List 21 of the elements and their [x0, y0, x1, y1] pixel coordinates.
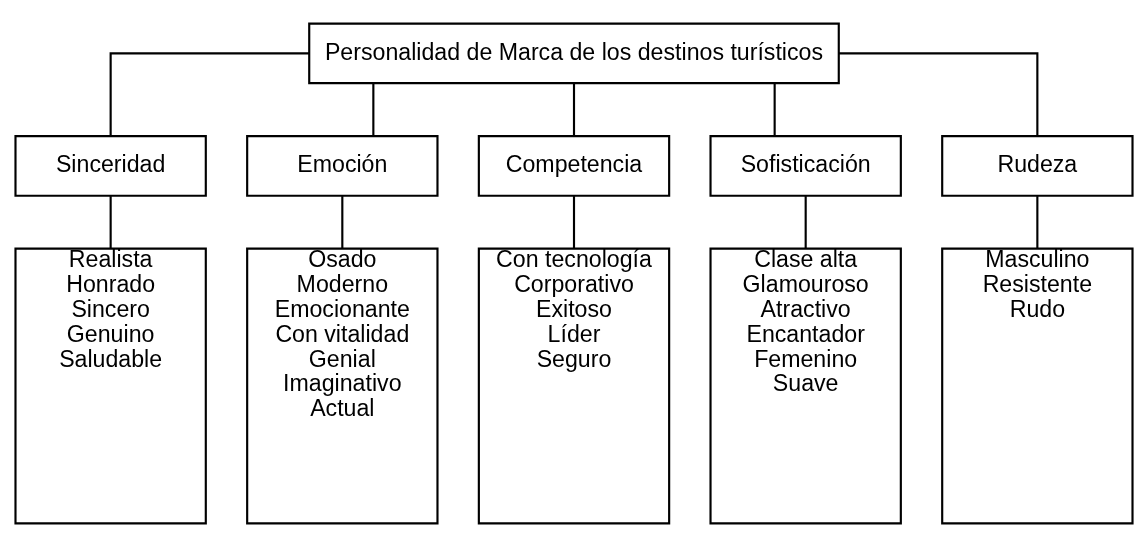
node-box: Osado Moderno Emocionante Con vitalidad Genial Imaginativo Actual [246, 247, 439, 524]
connector [109, 51, 310, 136]
connector [109, 195, 112, 248]
connector [773, 83, 776, 136]
connector [572, 83, 576, 136]
connector [838, 51, 1039, 136]
connector [572, 195, 576, 248]
node-box: Con tecnología Corporativo Exitoso Líder Seguro [477, 247, 671, 524]
node-box: Masculino Resistente Rudo [941, 247, 1134, 524]
connector [341, 195, 344, 248]
node-box: Sinceridad [14, 134, 207, 197]
node-box: Emoción [246, 134, 439, 197]
connector [1036, 195, 1039, 248]
connector [804, 195, 807, 248]
node-box: Realista Honrado Sincero Genuino Saludable [14, 247, 207, 524]
node-box: Personalidad de Marca de los destinos turísticos [308, 22, 840, 84]
node-box: Clase alta Glamouroso Atractivo Encantador Femenino Suave [709, 247, 902, 524]
node-box: Rudeza [941, 134, 1134, 197]
connector [372, 83, 375, 136]
node-box: Sofisticación [709, 134, 902, 197]
node-box: Competencia [477, 134, 671, 197]
